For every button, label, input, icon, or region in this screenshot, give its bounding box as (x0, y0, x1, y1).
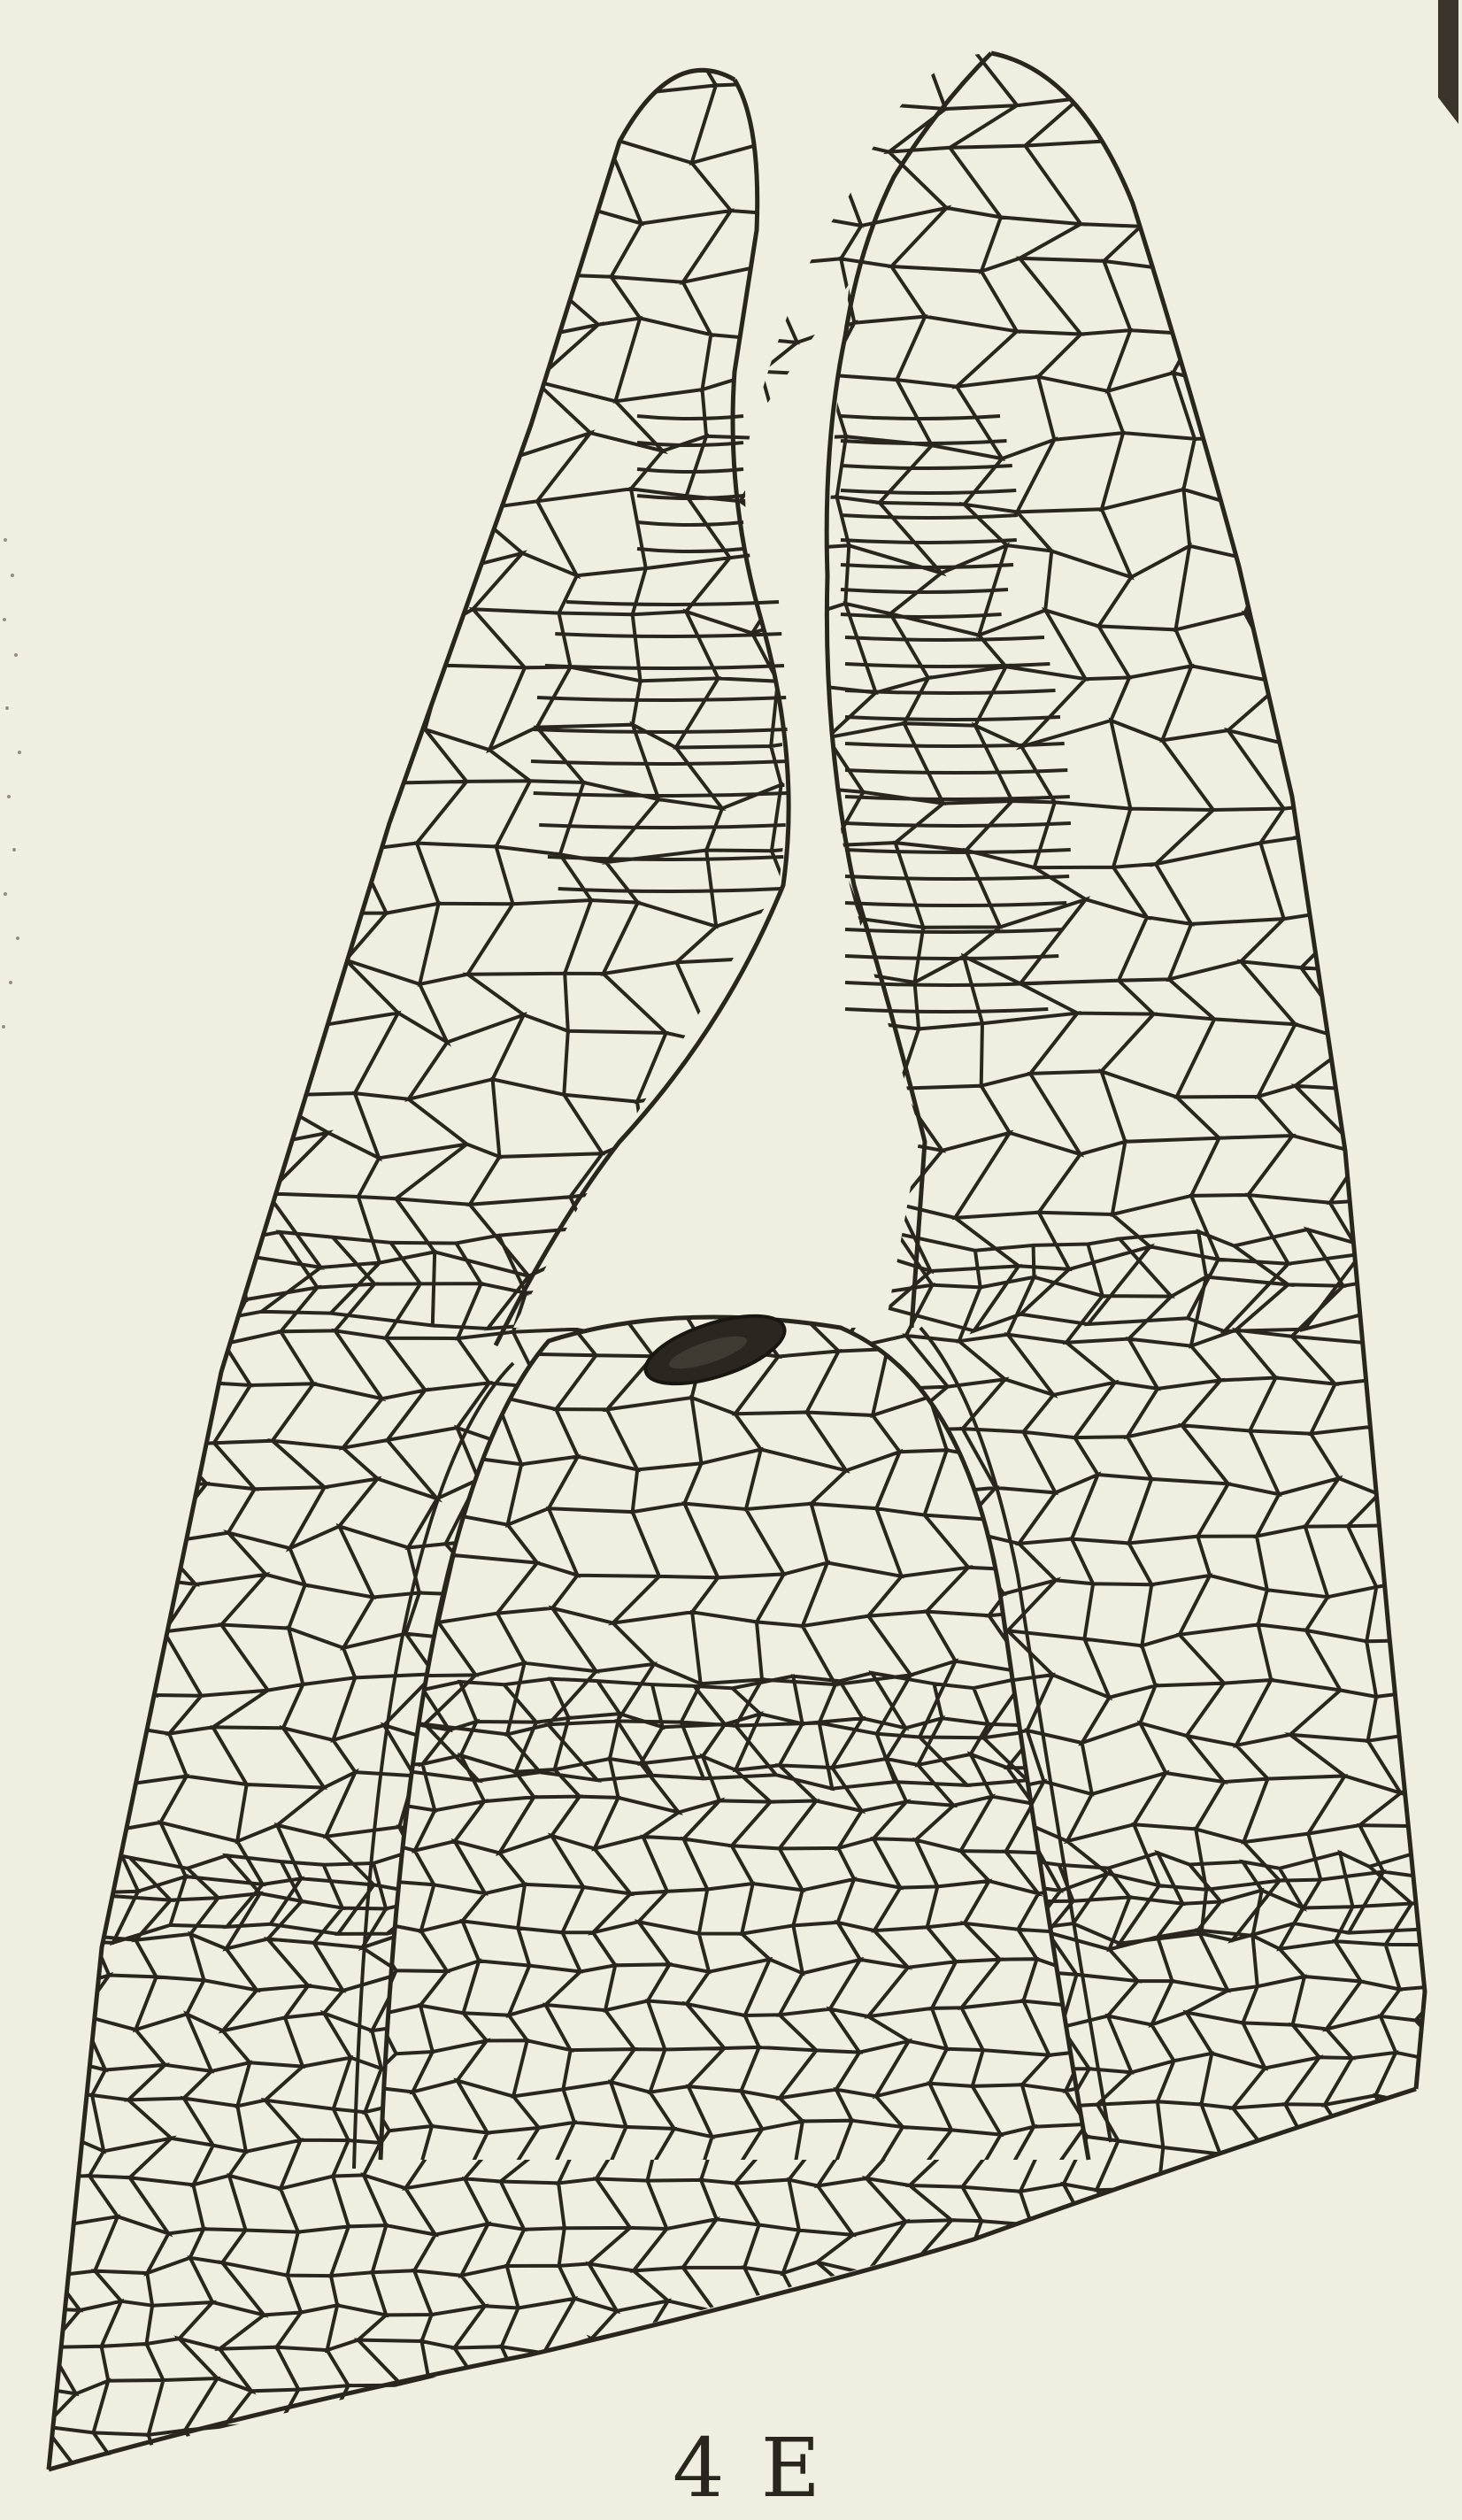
adjacent-figure-edge (1438, 0, 1458, 124)
palisade-row (845, 637, 1071, 1012)
figure-label: 4 E (673, 2421, 826, 2516)
speckle-marks (2, 538, 21, 1029)
